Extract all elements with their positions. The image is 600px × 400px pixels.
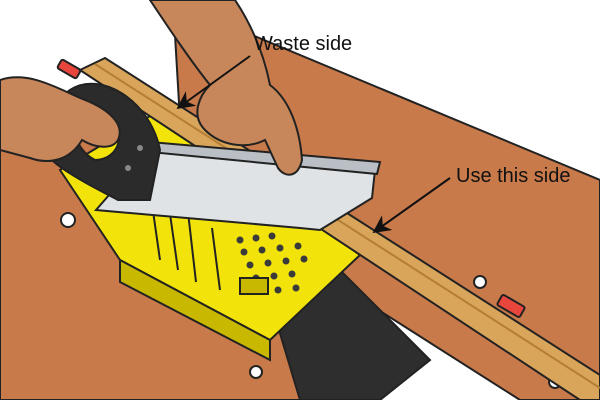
- use-this-side-label: Use this side: [456, 165, 571, 187]
- bench-hole: [60, 212, 76, 228]
- waste-side-label: Waste side: [254, 33, 353, 55]
- mitre-box-side: [119, 258, 271, 362]
- hands: [0, 0, 304, 176]
- saw-rivet: [137, 145, 143, 151]
- left-hand: [148, 0, 304, 176]
- moulding: [77, 56, 600, 400]
- bench-clamp: [56, 58, 82, 80]
- bench-hole: [473, 275, 487, 289]
- mitre-box-window: [239, 277, 269, 295]
- arrow-icon: [176, 55, 251, 110]
- mitre-box-holes: [236, 232, 308, 294]
- saw-rivet: [125, 165, 131, 171]
- right-hand: [0, 76, 121, 162]
- moulding-piece: [77, 56, 600, 400]
- tenon-saw: [38, 82, 382, 232]
- bench-hole: [249, 365, 263, 379]
- bench-clamp: [496, 294, 526, 318]
- arrow-icon: [372, 177, 451, 234]
